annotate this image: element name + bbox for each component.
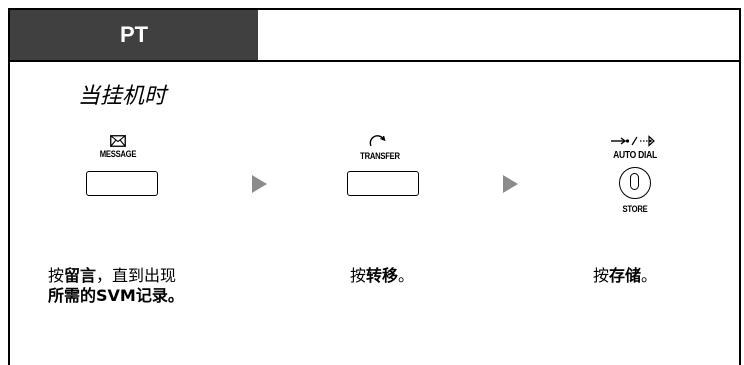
step-2-instruction: 按转移。 (350, 266, 414, 286)
step-1-instruction: 按留言，直到出现 所需的SVM记录。 (48, 266, 184, 306)
key-name-message: 留言 (64, 266, 97, 285)
transfer-icon (369, 135, 386, 147)
autodial-store-button[interactable] (619, 167, 651, 199)
autodial-key-label: AUTO DIAL (613, 150, 657, 161)
header-divider (10, 60, 739, 62)
diagram-frame (8, 8, 741, 365)
instruction-text: ，直到出现 (96, 266, 177, 285)
message-key-button[interactable] (86, 171, 158, 196)
key-name-transfer: 转移 (366, 266, 399, 285)
next-step-arrow (252, 175, 267, 193)
autodial-icon (611, 135, 655, 147)
key-name-store: 存储 (609, 266, 642, 285)
instruction-emphasis: 所需的SVM记录。 (48, 286, 184, 305)
instruction-text: 。 (641, 266, 658, 285)
autodial-button-slot (630, 173, 639, 190)
header-title: PT (119, 22, 149, 47)
condition-label: 当挂机时 (78, 84, 167, 109)
message-key-label: MESSAGE (99, 149, 137, 159)
instruction-text: 按 (350, 266, 367, 285)
header-tab: PT (10, 10, 258, 60)
next-step-arrow (503, 175, 518, 193)
envelope-icon (110, 135, 126, 147)
instruction-text: 按 (593, 266, 610, 285)
transfer-key-label: TRANSFER (360, 151, 400, 161)
transfer-key-button[interactable] (347, 171, 419, 196)
store-key-label: STORE (622, 204, 648, 214)
instruction-text: 按 (48, 266, 65, 285)
instruction-text: 。 (398, 266, 415, 285)
step-3-instruction: 按存储。 (593, 266, 657, 286)
